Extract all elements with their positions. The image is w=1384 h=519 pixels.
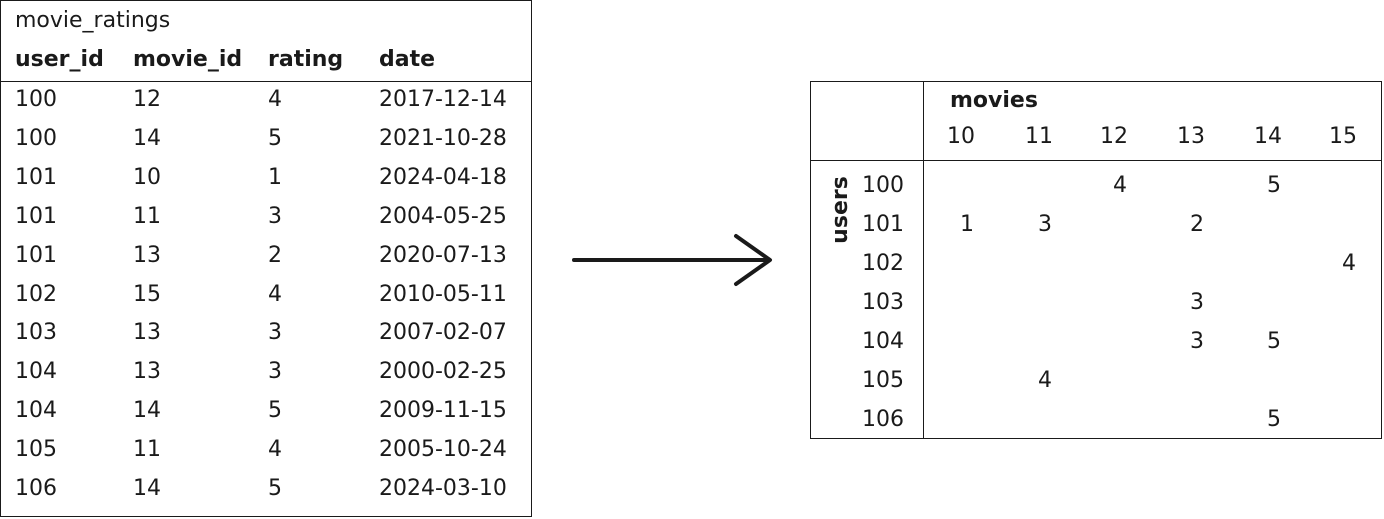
- cell-user-id: 103: [15, 320, 57, 346]
- cell-rating: 2: [268, 242, 282, 268]
- table-row: 101 11 3 2004-05-25: [1, 198, 531, 237]
- cell-user-id: 101: [15, 164, 57, 190]
- cell-date: 2024-03-10: [379, 476, 507, 501]
- matrix-row-header: 105: [862, 368, 904, 393]
- table-row: 102 15 4 2010-05-11: [1, 276, 531, 315]
- cell-movie-id: 14: [133, 398, 161, 424]
- table-row: 100 12 4 2017-12-14: [1, 81, 531, 120]
- cell-movie-id: 13: [133, 359, 161, 385]
- cell-movie-id: 14: [133, 125, 161, 151]
- cell-date: 2009-11-15: [379, 398, 507, 424]
- table-title: movie_ratings: [15, 8, 171, 33]
- matrix-cell: 3: [1190, 329, 1204, 354]
- cell-date: 2021-10-28: [379, 125, 507, 151]
- cell-rating: 4: [268, 87, 282, 112]
- table-row: 104 14 5 2009-11-15: [1, 392, 531, 431]
- cell-date: 2010-05-11: [379, 281, 507, 307]
- cell-movie-id: 13: [133, 320, 161, 346]
- cell-rating: 3: [268, 320, 282, 346]
- cell-rating: 1: [268, 164, 282, 190]
- matrix-row-header: 103: [862, 290, 904, 315]
- table-row: 100 14 5 2021-10-28: [1, 120, 531, 159]
- cell-date: 2004-05-25: [379, 203, 507, 229]
- cell-date: 2000-02-25: [379, 359, 507, 385]
- matrix-cell: 5: [1267, 329, 1281, 354]
- matrix-cell: 3: [1190, 290, 1204, 315]
- cell-rating: 3: [268, 203, 282, 229]
- users-axis-label: users: [828, 176, 853, 244]
- matrix-cell: 1: [960, 212, 974, 237]
- cell-movie-id: 11: [133, 203, 161, 229]
- cell-rating: 3: [268, 359, 282, 385]
- header-user-id: user_id: [15, 47, 104, 72]
- matrix-column-header: 10: [947, 124, 975, 149]
- matrix-column-header: 14: [1254, 124, 1282, 149]
- cell-rating: 5: [268, 476, 282, 501]
- matrix-cell: 2: [1190, 212, 1204, 237]
- matrix-vertical-divider: [923, 82, 924, 438]
- cell-user-id: 102: [15, 281, 57, 307]
- table-row: 101 13 2 2020-07-13: [1, 237, 531, 276]
- movie-ratings-table: movie_ratings user_id movie_id rating da…: [0, 0, 532, 517]
- cell-movie-id: 11: [133, 437, 161, 463]
- cell-user-id: 104: [15, 359, 57, 385]
- cell-date: 2024-04-18: [379, 164, 507, 190]
- header-movie-id: movie_id: [133, 47, 243, 72]
- cell-user-id: 100: [15, 87, 57, 112]
- right-arrow-icon: [572, 234, 772, 286]
- cell-movie-id: 10: [133, 164, 161, 190]
- matrix-cell: 5: [1267, 173, 1281, 198]
- cell-user-id: 101: [15, 242, 57, 268]
- cell-rating: 4: [268, 437, 282, 463]
- cell-user-id: 105: [15, 437, 57, 463]
- matrix-cell: 3: [1038, 212, 1052, 237]
- matrix-cell: 4: [1342, 251, 1356, 276]
- matrix-row-header: 106: [862, 407, 904, 432]
- cell-movie-id: 15: [133, 281, 161, 307]
- cell-date: 2007-02-07: [379, 320, 507, 346]
- cell-user-id: 100: [15, 125, 57, 151]
- header-date: date: [379, 47, 436, 72]
- matrix-column-header: 15: [1329, 124, 1357, 149]
- matrix-horizontal-divider: [811, 160, 1381, 161]
- matrix-row-header: 102: [862, 251, 904, 276]
- cell-date: 2005-10-24: [379, 437, 507, 463]
- matrix-column-header: 11: [1025, 124, 1053, 149]
- cell-date: 2017-12-14: [379, 87, 507, 112]
- matrix-row-header: 100: [862, 173, 904, 198]
- header-rating: rating: [268, 47, 344, 72]
- movies-axis-label: movies: [950, 88, 1038, 113]
- cell-movie-id: 12: [133, 87, 161, 112]
- matrix-cell: 4: [1113, 173, 1127, 198]
- table-row: 105 11 4 2005-10-24: [1, 431, 531, 470]
- cell-user-id: 104: [15, 398, 57, 424]
- cell-user-id: 106: [15, 476, 57, 501]
- table-row: 103 13 3 2007-02-07: [1, 314, 531, 353]
- matrix-row-header: 101: [862, 212, 904, 237]
- cell-movie-id: 13: [133, 242, 161, 268]
- cell-user-id: 101: [15, 203, 57, 229]
- matrix-cell: 5: [1267, 407, 1281, 432]
- matrix-column-header: 13: [1177, 124, 1205, 149]
- cell-rating: 5: [268, 398, 282, 424]
- table-row: 104 13 3 2000-02-25: [1, 353, 531, 392]
- cell-rating: 5: [268, 125, 282, 151]
- cell-movie-id: 14: [133, 476, 161, 501]
- matrix-row-header: 104: [862, 329, 904, 354]
- matrix-column-header: 12: [1100, 124, 1128, 149]
- cell-date: 2020-07-13: [379, 242, 507, 268]
- matrix-cell: 4: [1038, 368, 1052, 393]
- table-row: 106 14 5 2024-03-10: [1, 470, 531, 509]
- table-header-row: user_id movie_id rating date: [1, 43, 531, 82]
- cell-rating: 4: [268, 281, 282, 307]
